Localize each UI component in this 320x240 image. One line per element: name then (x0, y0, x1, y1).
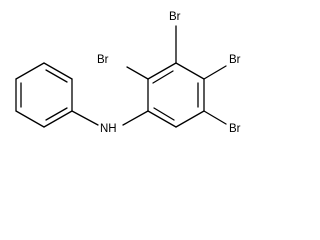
double-bond-inner (153, 107, 175, 121)
bromine-label-right: Br (229, 54, 241, 66)
bond (43, 62, 73, 80)
tetrabromophenyl-ring (147, 62, 205, 128)
bond (147, 62, 177, 80)
bond (43, 110, 73, 128)
bond-n-aryl (122, 110, 149, 126)
bromine-label-bottom: Br (229, 123, 241, 135)
bond (15, 62, 45, 80)
bond (175, 110, 205, 128)
bond-c-br (203, 110, 227, 125)
bromine-label-top: Br (169, 11, 181, 23)
bond-c-br (126, 66, 149, 80)
double-bond-inner (45, 107, 68, 121)
bond (175, 62, 205, 80)
bond (147, 110, 177, 128)
nh-label: NH (100, 123, 117, 135)
bond-c-br (203, 65, 227, 80)
phenyl-ring (15, 62, 73, 128)
bond (15, 110, 45, 128)
double-bond-inner (45, 69, 68, 83)
bond-phenyl-n (71, 110, 99, 126)
bromine-label-left: Br (97, 54, 109, 66)
chemical-structure: Br Br Br Br NH (15, 11, 241, 135)
double-bond-inner (152, 70, 174, 84)
